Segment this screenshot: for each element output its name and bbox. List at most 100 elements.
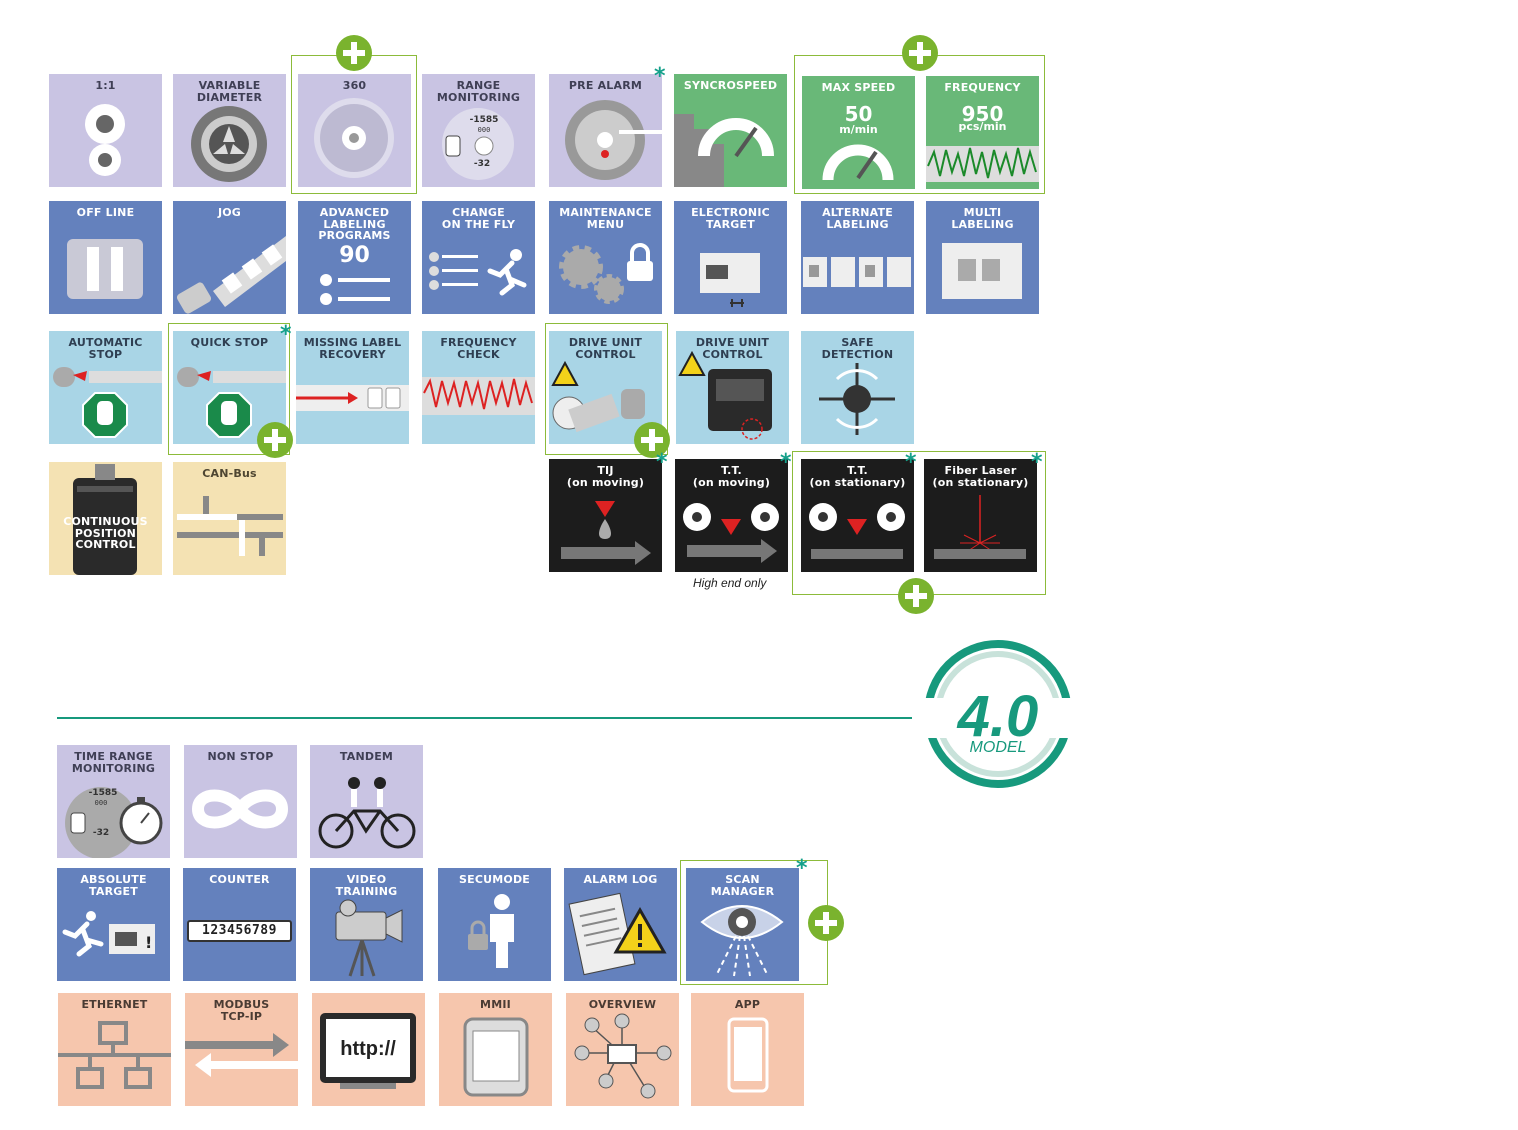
tile-label: QUICK STOP (190, 336, 269, 349)
tile-frequency: FREQUENCY 950 pcs/min (926, 76, 1039, 189)
tile-label: MAINTENANCE MENU (559, 206, 652, 231)
speedometer-icon (822, 144, 894, 181)
tile-modbus: MODBUS TCP-IP (185, 993, 298, 1106)
tile-label: ETHERNET (81, 998, 148, 1011)
http-text: http:// (340, 1038, 396, 1060)
asterisk-icon: * (1031, 450, 1043, 475)
frequency-value: 950 (961, 102, 1004, 126)
touch-panel-icon (463, 1017, 529, 1097)
tile-label: OVERVIEW (588, 998, 657, 1011)
tile-missing-label-recovery: MISSING LABEL RECOVERY (296, 331, 409, 444)
tile-non-stop: NON STOP (184, 745, 297, 858)
tile-tandem: TANDEM (310, 745, 423, 858)
tile-scan-manager: SCAN MANAGER (686, 868, 799, 981)
max-speed-value: 50 (844, 102, 873, 126)
frame-quick-stop (168, 323, 290, 455)
tile-advanced-labeling: ADVANCED LABELING PROGRAMS 90 (298, 201, 411, 314)
tile-drive-unit-control-1: DRIVE UNIT CONTROL (549, 331, 662, 444)
printer-warning-icon (678, 350, 772, 440)
tile-label: RANGE MONITORING (436, 79, 521, 104)
exchange-arrows-icon (185, 1033, 298, 1077)
asterisk-icon: * (905, 450, 917, 475)
tile-label: SECUMODE (459, 873, 530, 886)
tile-label: ABSOLUTE TARGET (80, 873, 147, 898)
log-warning-icon (568, 892, 667, 976)
tile-range-monitoring: RANGE MONITORING -1585 000 -32 (422, 74, 535, 187)
eye-scan-icon (700, 905, 784, 977)
rolls-icon (85, 104, 125, 176)
box-labels-icon (942, 243, 1022, 299)
tile-multi-labeling: MULTI LABELING (926, 201, 1039, 314)
tile-tt-moving: T.T. (on moving) (675, 459, 788, 572)
tile-label: MMII (480, 998, 511, 1011)
tile-label: TANDEM (339, 750, 394, 763)
asterisk-icon: * (780, 450, 792, 475)
tile-absolute-target: ABSOLUTE TARGET ! (57, 868, 170, 981)
tile-label: OFF LINE (76, 206, 135, 219)
tile-pre-alarm: PRE ALARM (549, 74, 662, 187)
tile-jog: JOG (173, 201, 286, 314)
gears-lock-icon (559, 243, 653, 304)
tile-mmii: MMII (439, 993, 552, 1106)
smartphone-icon (727, 1017, 769, 1093)
tile-label: MAX SPEED (821, 81, 896, 94)
infinity-icon (191, 789, 289, 829)
runner-box-icon: ! (62, 911, 155, 957)
tile-label: CHANGE ON THE FLY (441, 206, 516, 231)
crosshair-icon (819, 363, 895, 435)
tile-label: FREQUENCY CHECK (440, 336, 517, 361)
network-overview-icon (574, 1013, 672, 1099)
tile-label: JOG (217, 206, 242, 219)
time-range-bottom: -32 (93, 828, 109, 838)
asterisk-icon: * (654, 64, 666, 89)
tile-1-to-1: 1:1 (49, 74, 162, 187)
tile-safe-detection: SAFE DETECTION (801, 331, 914, 444)
frame-drive-unit-control (545, 323, 668, 455)
gear-reel-icon (314, 98, 394, 178)
tile-ethernet: ETHERNET (58, 993, 171, 1106)
tile-label: T.T. (on stationary) (809, 464, 906, 489)
wave-icon (926, 146, 1039, 182)
reel-icon (191, 106, 267, 182)
tile-label: MULTI LABELING (951, 206, 1014, 231)
counter-digits: 123456789 (187, 920, 292, 942)
tile-label: VIDEO TRAINING (335, 873, 398, 898)
frame-stationary (792, 451, 1046, 595)
list-icon (320, 274, 390, 305)
range-top: -1585 (470, 115, 499, 125)
tile-label: ALARM LOG (583, 873, 658, 886)
frequency-unit: pcs/min (958, 120, 1007, 133)
tandem-bike-icon (318, 777, 416, 849)
tile-http: http:// (312, 993, 425, 1106)
plus-circle-icon (898, 578, 934, 614)
asterisk-icon: * (280, 322, 292, 347)
high-end-note: High end only (693, 576, 767, 590)
tile-label: DRIVE UNIT CONTROL (695, 336, 770, 361)
svg-text:!: ! (145, 933, 152, 952)
tile-video-training: VIDEO TRAINING (310, 868, 423, 981)
thermal-transfer-icon (809, 503, 905, 559)
badge-version: 4.0 (957, 684, 1039, 749)
network-icon (58, 1021, 171, 1089)
tile-label: ALTERNATE LABELING (822, 206, 893, 231)
tile-max-speed: MAX SPEED 50 m/min (802, 76, 915, 189)
tile-360: 360 (298, 74, 411, 187)
tile-label: DRIVE UNIT CONTROL (568, 336, 643, 361)
tile-label: TIME RANGE MONITORING (71, 750, 156, 775)
stop-hand-icon (53, 367, 162, 438)
frame-speed-frequency (794, 55, 1045, 194)
tile-label: MODBUS TCP-IP (213, 998, 270, 1023)
label-strip-icon (176, 236, 286, 314)
plus-circle-icon (336, 35, 372, 71)
tile-label: MISSING LABEL RECOVERY (303, 336, 402, 361)
tile-secumode: SECUMODE (438, 868, 551, 981)
tile-label: SAFE DETECTION (821, 336, 894, 361)
tile-time-range-monitoring: TIME RANGE MONITORING -1585 000 -32 (57, 745, 170, 858)
tile-label: 360 (342, 79, 367, 92)
boxes-icon (803, 257, 911, 287)
tile-label: ADVANCED LABELING PROGRAMS (318, 206, 391, 242)
tile-alarm-log: ALARM LOG (564, 868, 677, 981)
person-lock-icon (468, 894, 514, 968)
tile-variable-diameter: VARIABLE DIAMETER (173, 74, 286, 187)
asterisk-icon: * (796, 856, 808, 881)
